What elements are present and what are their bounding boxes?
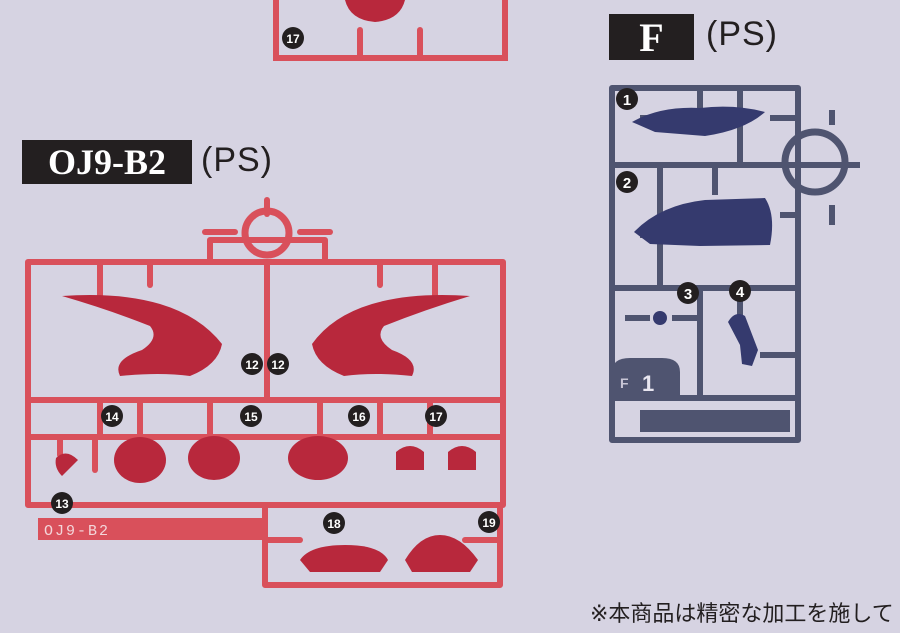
oj9-part-12-left bbox=[62, 295, 222, 376]
oj9-part-16 bbox=[288, 436, 348, 480]
oj9-part-14 bbox=[114, 437, 166, 483]
oj9-num-14: 14 bbox=[105, 410, 119, 424]
footnote-text: ※本商品は精密な加工を施して bbox=[590, 602, 894, 627]
runner-f-tag bbox=[612, 358, 680, 398]
runner-f-tag-number: 1 bbox=[642, 371, 654, 396]
oj9-num-12b: 12 bbox=[271, 358, 285, 372]
f-num-1: 1 bbox=[623, 92, 631, 109]
runner-f-bottom-bar bbox=[640, 410, 790, 432]
oj9-part-19 bbox=[405, 535, 478, 572]
oj9-part-17-left bbox=[396, 446, 424, 470]
runner-f-material-label: (PS) bbox=[706, 15, 778, 53]
top-red-runner bbox=[273, 0, 508, 61]
top-num-17: 17 bbox=[286, 32, 300, 46]
oj9-num-13: 13 bbox=[55, 497, 69, 511]
oj9-num-16: 16 bbox=[352, 410, 366, 424]
runner-oj9-code-bar bbox=[38, 518, 265, 540]
oj9-num-17: 17 bbox=[429, 410, 443, 424]
runner-f-hub-ring bbox=[781, 128, 849, 196]
oj9-part-18 bbox=[300, 545, 388, 572]
oj9-part-17-right bbox=[448, 446, 476, 470]
f-num-3: 3 bbox=[684, 286, 692, 303]
oj9-part-15 bbox=[188, 436, 240, 480]
runner-oj9-code-label: OJ9-B2 bbox=[22, 140, 192, 184]
runner-oj9-frame bbox=[25, 197, 506, 588]
runner-f-code-label: F bbox=[609, 14, 694, 60]
top-runner-part bbox=[345, 0, 405, 22]
runner-oj9-hub-ring bbox=[241, 207, 293, 259]
f-part-4 bbox=[728, 314, 758, 366]
f-part-3 bbox=[653, 311, 667, 325]
f-num-4: 4 bbox=[736, 284, 745, 301]
oj9-num-12a: 12 bbox=[245, 358, 259, 372]
oj9-part-12-right bbox=[312, 295, 470, 376]
f-num-2: 2 bbox=[623, 175, 631, 192]
runner-oj9-material-label: (PS) bbox=[201, 141, 273, 179]
f-part-2 bbox=[634, 198, 773, 246]
oj9-part-13 bbox=[55, 453, 78, 476]
oj9-num-19: 19 bbox=[482, 516, 496, 530]
runner-f-number-markers: 1 2 3 4 bbox=[616, 88, 751, 304]
oj9-num-15: 15 bbox=[244, 410, 258, 424]
runner-oj9-number-markers: 12 12 13 14 15 16 17 18 19 17 bbox=[51, 27, 500, 534]
runner-f-tag-letter: F bbox=[620, 375, 629, 391]
runner-oj9-engraved-code: OJ9-B2 bbox=[44, 523, 110, 540]
oj9-num-18: 18 bbox=[327, 517, 341, 531]
f-part-1 bbox=[632, 106, 765, 136]
